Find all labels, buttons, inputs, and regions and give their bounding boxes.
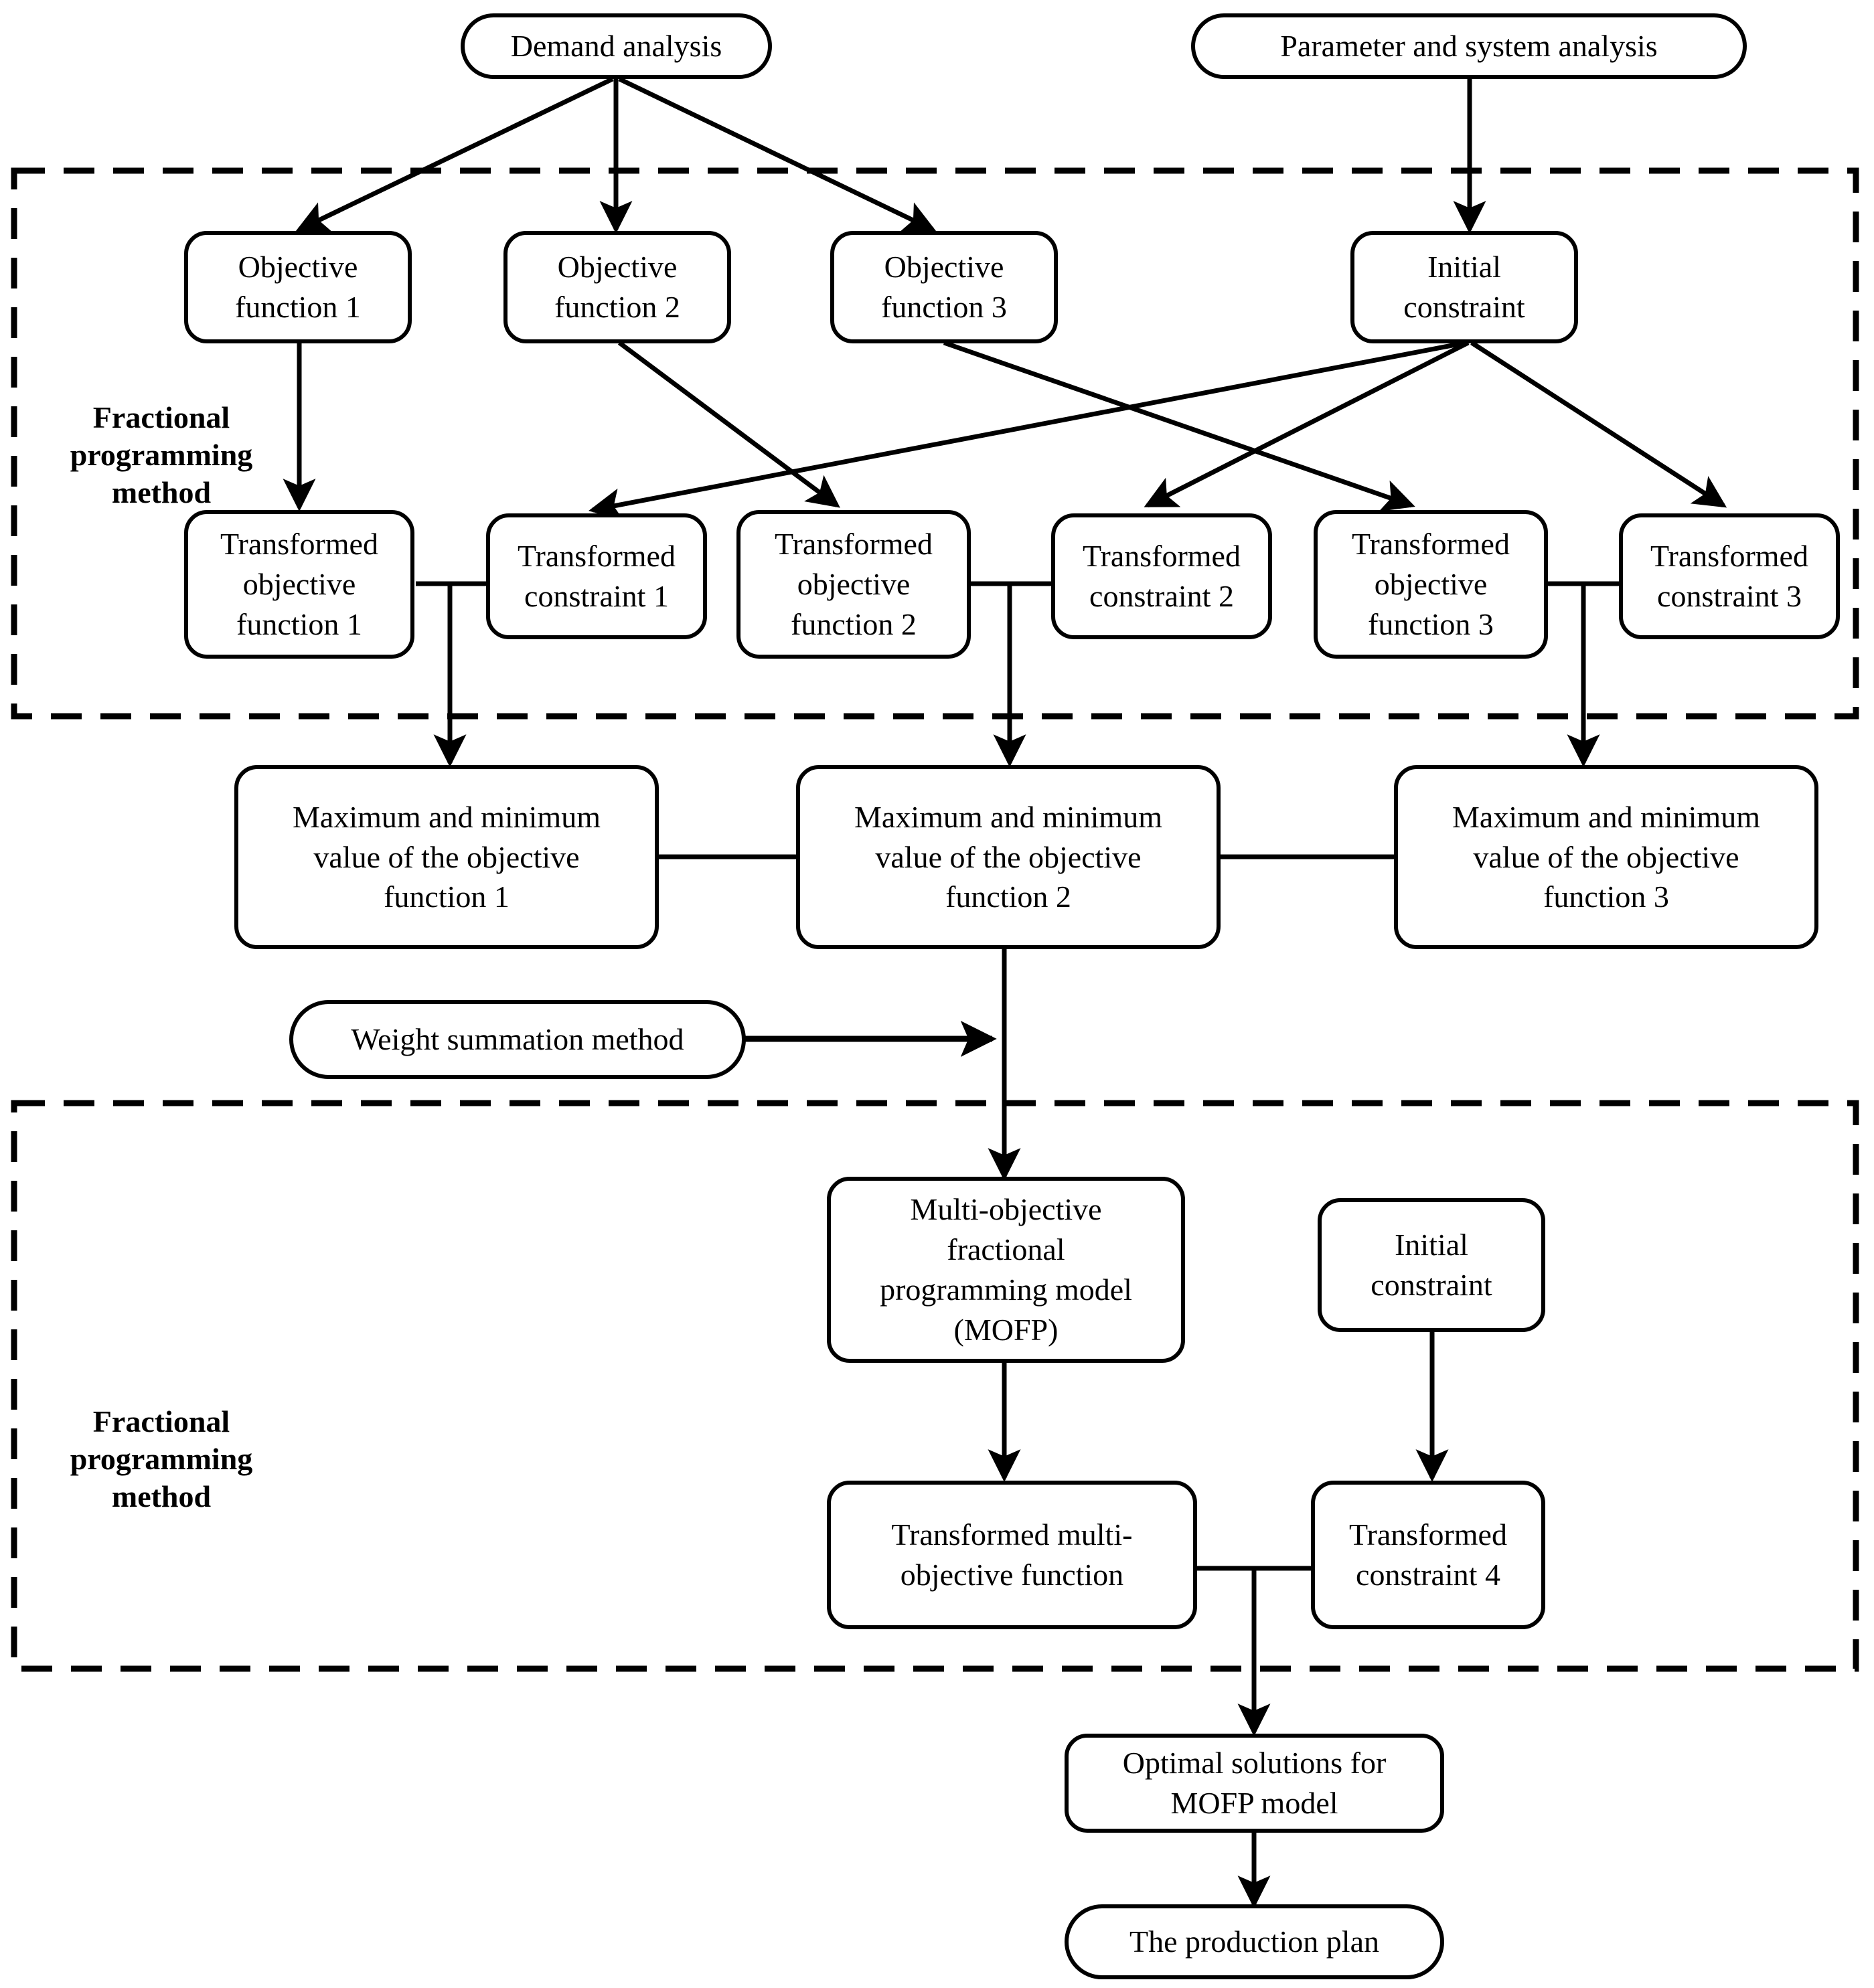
node-objective-function-3[interactable]: Objective function 3: [830, 231, 1058, 343]
node-label: Initial constraint: [1371, 1228, 1492, 1302]
edge-demand-to-obj1: [295, 76, 614, 232]
edge-pair1-to-maxmin1: [416, 581, 487, 768]
node-label: Demand analysis: [510, 29, 722, 64]
node-label: Maximum and minimum value of the objecti…: [293, 799, 601, 914]
node-maxmin-value-objective-function-2[interactable]: Maximum and minimum value of the objecti…: [796, 765, 1221, 949]
node-transformed-constraint-1[interactable]: Transformed constraint 1: [486, 513, 707, 639]
node-transformed-constraint-2[interactable]: Transformed constraint 2: [1051, 513, 1272, 639]
node-weight-summation-method[interactable]: Weight summation method: [289, 1000, 746, 1079]
node-label: Initial constraint: [1403, 250, 1525, 324]
node-label: Parameter and system analysis: [1280, 29, 1658, 64]
node-transformed-multi-objective-function[interactable]: Transformed multi- objective function: [827, 1481, 1197, 1629]
node-label: Transformed constraint 3: [1650, 539, 1808, 613]
node-objective-function-1[interactable]: Objective function 1: [184, 231, 412, 343]
node-label: Transformed multi- objective function: [891, 1517, 1133, 1592]
node-mofp-model[interactable]: Multi-objective fractional programming m…: [827, 1177, 1185, 1363]
node-transformed-objective-function-1[interactable]: Transformed objective function 1: [184, 510, 414, 659]
node-objective-function-2[interactable]: Objective function 2: [503, 231, 731, 343]
edge-initial-to-tcon3: [1470, 341, 1727, 508]
node-label: The production plan: [1129, 1924, 1379, 1959]
edge-pair4-to-optimal: [1196, 1566, 1312, 1737]
edge-initial-to-tcon1: [588, 340, 1467, 521]
node-maxmin-value-objective-function-3[interactable]: Maximum and minimum value of the objecti…: [1394, 765, 1818, 949]
node-label: Transformed constraint 2: [1083, 539, 1241, 613]
node-label: Transformed objective function 3: [1352, 527, 1510, 641]
edge-obj2-to-tobj2: [617, 341, 840, 508]
node-label: Objective function 3: [881, 250, 1007, 324]
group-label-lower: Fractional programming method: [51, 1365, 272, 1515]
node-label: Maximum and minimum value of the objecti…: [854, 799, 1162, 914]
group-label-text: Fractional programming method: [70, 400, 253, 510]
node-initial-constraint-top[interactable]: Initial constraint: [1350, 231, 1578, 343]
node-transformed-constraint-4[interactable]: Transformed constraint 4: [1311, 1481, 1545, 1629]
node-maxmin-value-objective-function-1[interactable]: Maximum and minimum value of the objecti…: [234, 765, 659, 949]
node-label: Optimal solutions for MOFP model: [1122, 1746, 1387, 1820]
edge-initial-to-tcon2: [1144, 340, 1470, 508]
node-label: Maximum and minimum value of the objecti…: [1452, 799, 1760, 914]
edge-pair2-to-maxmin2: [969, 581, 1052, 768]
node-transformed-constraint-3[interactable]: Transformed constraint 3: [1619, 513, 1840, 639]
node-demand-analysis[interactable]: Demand analysis: [461, 13, 772, 79]
node-transformed-objective-function-2[interactable]: Transformed objective function 2: [736, 510, 971, 659]
node-transformed-objective-function-3[interactable]: Transformed objective function 3: [1314, 510, 1548, 659]
node-label: Weight summation method: [351, 1022, 684, 1057]
node-label: Multi-objective fractional programming m…: [880, 1192, 1132, 1347]
node-the-production-plan[interactable]: The production plan: [1065, 1904, 1444, 1979]
group-label-text: Fractional programming method: [70, 1404, 253, 1514]
node-initial-constraint-bottom[interactable]: Initial constraint: [1318, 1198, 1545, 1332]
node-label: Objective function 2: [554, 250, 680, 324]
edge-pair3-to-maxmin3: [1547, 581, 1620, 768]
node-label: Transformed objective function 1: [220, 527, 378, 641]
node-parameter-and-system-analysis[interactable]: Parameter and system analysis: [1191, 13, 1747, 79]
node-label: Transformed constraint 4: [1349, 1517, 1507, 1592]
edge-demand-to-obj3: [618, 76, 937, 232]
node-label: Transformed objective function 2: [775, 527, 933, 641]
edge-obj3-to-tobj3: [943, 340, 1415, 512]
group-label-upper: Fractional programming method: [51, 361, 272, 511]
node-label: Transformed constraint 1: [518, 539, 676, 613]
node-label: Objective function 1: [235, 250, 361, 324]
node-optimal-solutions-for-mofp-model[interactable]: Optimal solutions for MOFP model: [1065, 1734, 1444, 1833]
